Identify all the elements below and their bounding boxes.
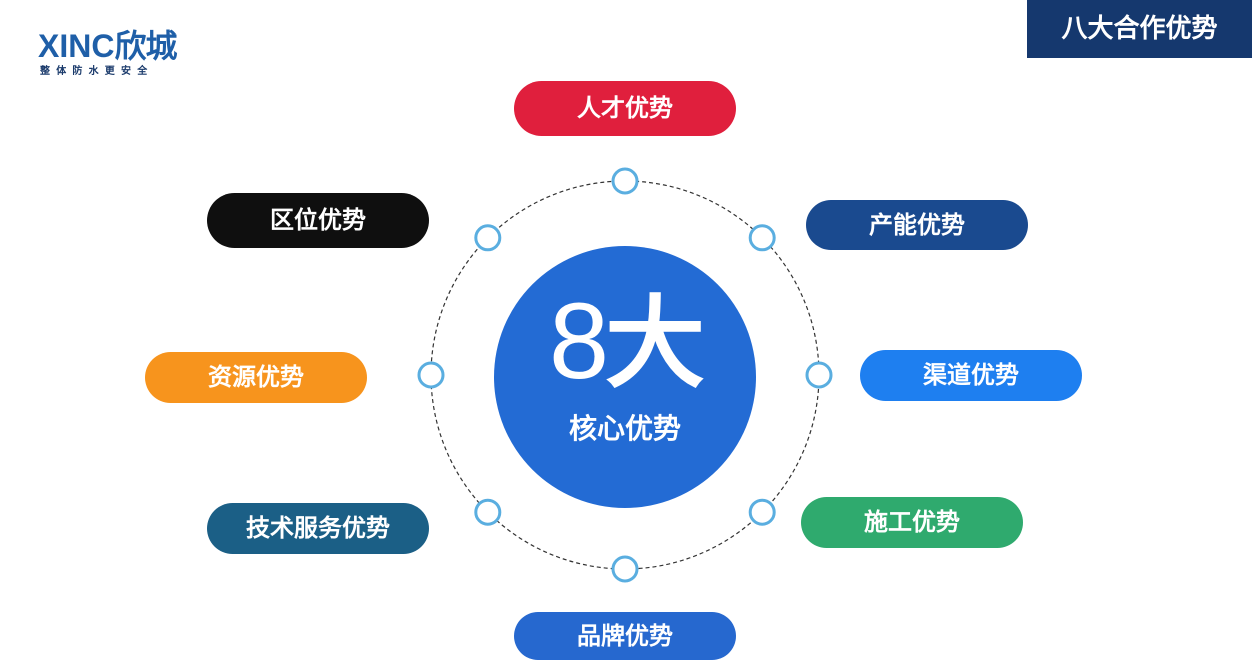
logo-latin-text: XINC bbox=[38, 28, 115, 64]
orbit-node bbox=[748, 224, 776, 252]
logo-tagline: 整体防水更安全 bbox=[40, 66, 154, 77]
advantage-pill-capacity: 产能优势 bbox=[806, 200, 1028, 250]
orbit-node bbox=[474, 224, 502, 252]
logo-mark: XINC欣城 bbox=[38, 27, 177, 65]
orbit-node bbox=[611, 167, 639, 195]
core-number-suffix: 大 bbox=[605, 285, 705, 402]
logo-cjk-text: 欣城 bbox=[114, 27, 177, 65]
core-label: 核心优势 bbox=[568, 412, 681, 445]
advantage-pill-tech-service: 技术服务优势 bbox=[207, 503, 429, 554]
advantage-pill-channel: 渠道优势 bbox=[860, 350, 1082, 401]
core-number: 8大 bbox=[494, 286, 756, 399]
core-number-digit: 8 bbox=[548, 280, 609, 401]
page-title: 八大合作优势 bbox=[1027, 0, 1252, 58]
advantage-pill-brand: 品牌优势 bbox=[514, 612, 736, 660]
orbit-node bbox=[611, 555, 639, 583]
advantage-pill-construction: 施工优势 bbox=[801, 497, 1023, 548]
orbit-node bbox=[805, 361, 833, 389]
advantage-pill-resource: 资源优势 bbox=[145, 352, 367, 403]
advantage-pill-location: 区位优势 bbox=[207, 193, 429, 248]
orbit-node bbox=[748, 498, 776, 526]
core-circle: 8大 核心优势 bbox=[494, 246, 756, 508]
company-logo: XINC欣城 整体防水更安全 bbox=[38, 28, 208, 78]
orbit-node bbox=[474, 498, 502, 526]
advantage-pill-talent: 人才优势 bbox=[514, 81, 736, 136]
orbit-node bbox=[417, 361, 445, 389]
